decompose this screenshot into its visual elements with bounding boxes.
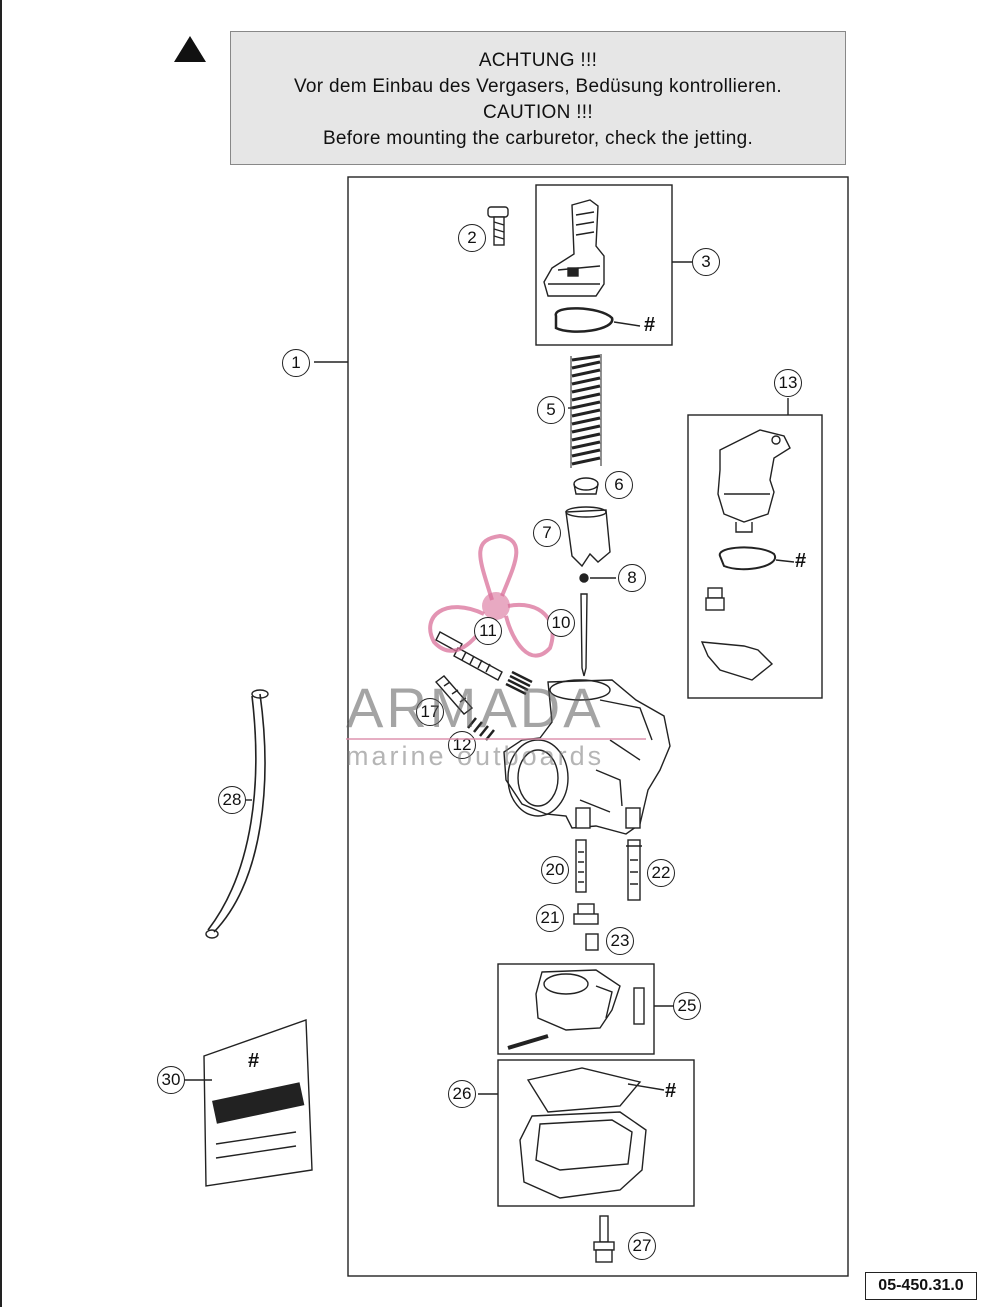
choke-group-box [687, 414, 823, 699]
callout-10: 10 [547, 609, 575, 637]
callout-20: 20 [541, 856, 569, 884]
callout-26: 26 [448, 1080, 476, 1108]
hose-28 [207, 693, 266, 933]
bowl-screw-27 [593, 1215, 615, 1263]
caution-notice: ACHTUNG !!! Vor dem Einbau des Vergasers… [230, 31, 846, 165]
choke-bracket [700, 641, 774, 681]
top-cap-group-box [535, 184, 673, 346]
notice-line-english-text: Before mounting the carburetor, check th… [322, 128, 754, 149]
adjusting-screw-11 [435, 631, 503, 681]
choke-cap [717, 429, 791, 533]
callout-17: 17 [416, 698, 444, 726]
cap-o-ring [554, 307, 614, 333]
hash-mark-choke-gasket: # [795, 550, 807, 572]
callout-28: 28 [218, 786, 246, 814]
small-spring [505, 670, 533, 696]
choke-screw [705, 587, 725, 611]
callout-23: 23 [606, 927, 634, 955]
callout-6: 6 [605, 471, 633, 499]
hash-mark-cap-o-ring: # [644, 314, 656, 336]
notice-line-english-heading: CAUTION !!! [483, 102, 593, 123]
callout-30: 30 [157, 1066, 185, 1094]
float-pin [507, 1034, 549, 1050]
callout-1: 1 [282, 349, 310, 377]
callout-3: 3 [692, 248, 720, 276]
document-number: 05-450.31.0 [865, 1272, 977, 1300]
retainer-6 [573, 477, 599, 495]
carburetor-body [503, 679, 671, 835]
float [535, 969, 621, 1031]
callout-25: 25 [673, 992, 701, 1020]
spring-5 [570, 354, 602, 468]
float-bowl-group-box [497, 1059, 695, 1207]
callout-11: 11 [474, 617, 502, 645]
spring-12 [467, 717, 495, 741]
jet-needle-10 [580, 593, 588, 677]
jet-20 [575, 839, 587, 893]
callout-13: 13 [774, 369, 802, 397]
choke-gasket [718, 546, 777, 571]
callout-22: 22 [647, 859, 675, 887]
main-jet-21 [573, 903, 599, 925]
throttle-slide-7 [565, 506, 611, 568]
pilot-jet-23 [585, 933, 599, 951]
callout-27: 27 [628, 1232, 656, 1260]
float-needle-valve [633, 987, 645, 1025]
float-bowl [519, 1067, 647, 1199]
notice-line-german-heading: ACHTUNG !!! [478, 50, 598, 71]
float-group-box [497, 963, 655, 1055]
carburetor-top-cap [543, 199, 605, 297]
callout-12: 12 [448, 731, 476, 759]
callout-21: 21 [536, 904, 564, 932]
jet-22 [626, 839, 642, 901]
screw-2 [487, 206, 509, 246]
callout-2: 2 [458, 224, 486, 252]
page-edge-rule [0, 0, 2, 1307]
watermark-propeller-icon [428, 533, 555, 658]
carburetor-assembly-frame [347, 176, 849, 1277]
idle-screw-17 [434, 675, 474, 715]
hash-mark-bowl-gasket: # [665, 1080, 677, 1102]
callout-5: 5 [537, 396, 565, 424]
warning-triangle-icon [174, 36, 206, 62]
needle-clip-8 [579, 573, 616, 583]
callout-8: 8 [618, 564, 646, 592]
hash-mark-gasket-kit: # [248, 1050, 260, 1072]
notice-line-german-text: Vor dem Einbau des Vergasers, Bedüsung k… [293, 76, 783, 97]
callout-7: 7 [533, 519, 561, 547]
gasket-kit-30 [203, 1019, 313, 1187]
